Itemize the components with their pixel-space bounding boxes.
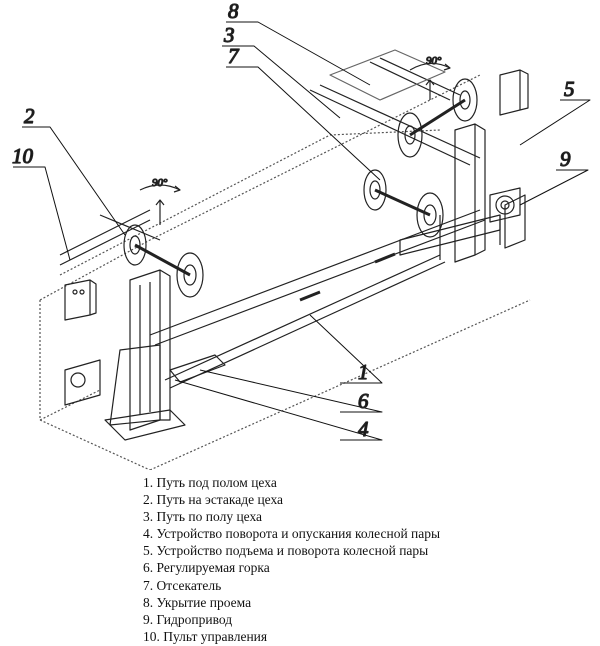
legend-item: 8. Укрытие проема xyxy=(143,594,252,610)
lowering-device xyxy=(104,269,186,441)
mechanism-drawing: 90° 90° 8 3 7 2 10 5 9 1 6 4 xyxy=(11,0,591,470)
callout-10: 10 xyxy=(12,144,34,168)
legend-item: 9. Гидропривод xyxy=(143,611,233,627)
wheelset-right-lower xyxy=(363,169,444,238)
rotation-marker-right xyxy=(409,62,451,100)
rotation-marker-left xyxy=(139,184,181,225)
callout-3: 3 xyxy=(223,23,235,47)
lifting-device xyxy=(399,123,526,263)
adjustable-slide xyxy=(169,354,226,383)
callout-8: 8 xyxy=(228,0,239,23)
callout-9: 9 xyxy=(560,147,571,171)
wheelset-right-upper xyxy=(397,78,478,158)
hydraulic-drive xyxy=(489,187,521,223)
legend-item: 3. Путь по полу цеха xyxy=(143,509,263,525)
floor-outline xyxy=(39,74,531,470)
legend-item: 10. Пульт управления xyxy=(143,628,268,644)
legend-item: 1. Путь под полом цеха xyxy=(143,475,277,490)
callout-leaders xyxy=(13,21,591,441)
pump-unit xyxy=(64,359,101,406)
callout-1: 1 xyxy=(358,360,369,384)
legend-item: 2. Путь на эстакаде цеха xyxy=(143,492,284,508)
rotation-label-right: 90° xyxy=(426,55,442,67)
legend-item: 6. Регулируемая горка xyxy=(143,560,270,576)
callout-7: 7 xyxy=(228,44,240,68)
legend-list: 1. Путь под полом цеха 2. Путь на эстака… xyxy=(143,474,440,645)
callout-4: 4 xyxy=(358,417,369,441)
callout-5: 5 xyxy=(564,77,575,101)
power-cabinet xyxy=(499,69,529,116)
legend-item: 5. Устройство подъема и поворота колесно… xyxy=(143,543,429,559)
legend-item: 4. Устройство поворота и опускания колес… xyxy=(143,526,441,542)
callout-2: 2 xyxy=(24,104,35,128)
callout-6: 6 xyxy=(358,389,369,413)
opening-cover xyxy=(329,49,446,101)
rotation-label-left: 90° xyxy=(152,177,168,189)
wheelset-left xyxy=(123,224,204,298)
control-panel xyxy=(64,279,97,321)
rail-under-floor xyxy=(149,209,486,389)
legend-item: 7. Отсекатель xyxy=(143,577,222,593)
